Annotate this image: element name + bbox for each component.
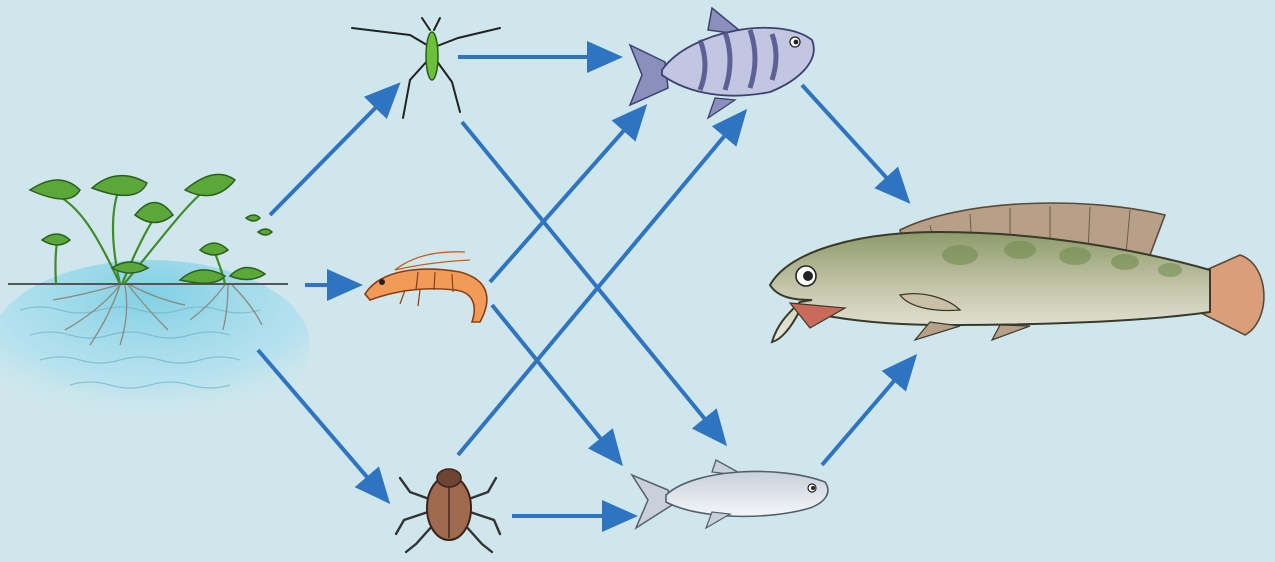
arrow-plant-to-beetle	[258, 350, 385, 498]
water-strider-icon	[352, 18, 500, 118]
shrimp-icon	[365, 252, 487, 322]
arrow-insect-to-silver-fish	[462, 122, 722, 440]
predator-fish-icon	[770, 203, 1264, 342]
water-plant-icon	[0, 174, 310, 430]
arrow-silver-fish-to-predator	[822, 360, 912, 465]
striped-fish-icon	[630, 8, 814, 118]
arrow-shrimp-to-silver-fish	[492, 305, 618, 460]
arrow-shrimp-to-striped-fish	[490, 110, 642, 282]
arrow-striped-fish-to-predator	[802, 85, 905, 198]
arrow-beetle-to-striped-fish	[458, 115, 742, 455]
water-beetle-icon	[396, 469, 500, 552]
silver-fish-icon	[632, 460, 828, 528]
arrow-plant-to-insect	[270, 88, 395, 215]
